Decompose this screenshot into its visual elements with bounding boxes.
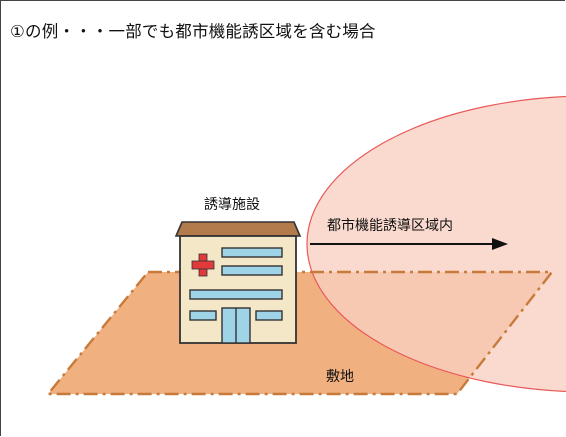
diagram-title: ①の例・・・一部でも都市機能誘区域を含む場合 bbox=[10, 22, 376, 41]
site-boundary bbox=[45, 270, 555, 396]
zone-label: 都市機能誘導区域内 bbox=[327, 218, 453, 234]
site-label: 敷地 bbox=[326, 369, 354, 385]
hospital-building-icon bbox=[174, 221, 302, 344]
red-cross-icon bbox=[191, 253, 215, 277]
facility-label: 誘導施設 bbox=[204, 197, 260, 213]
arrow-right-icon bbox=[310, 238, 508, 250]
